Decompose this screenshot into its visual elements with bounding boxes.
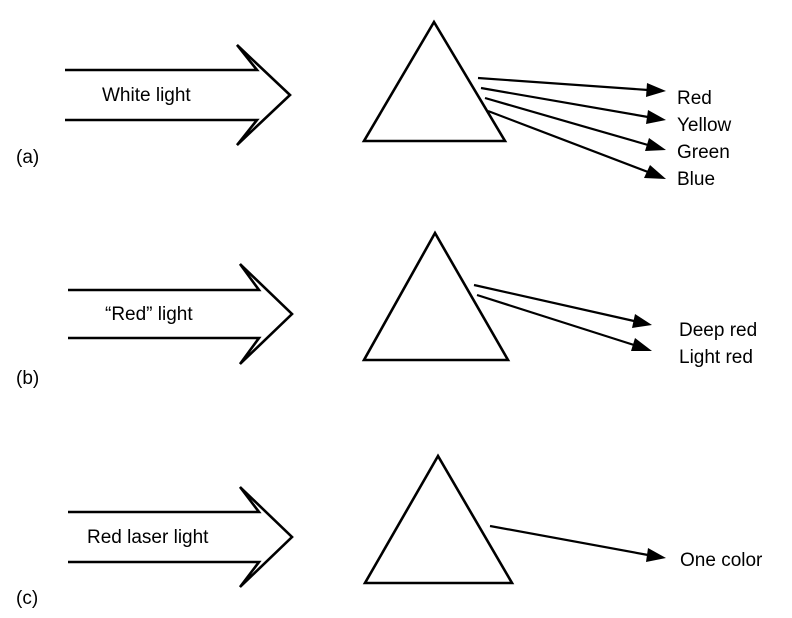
panel-label-a: (a) xyxy=(16,147,39,168)
input-label-a: White light xyxy=(102,85,191,106)
ray-b-deep-red xyxy=(473,283,635,323)
input-arrow-a xyxy=(65,44,292,146)
arrowhead-a-blue xyxy=(644,165,666,179)
arrowhead-a-yellow xyxy=(646,110,666,124)
output-label-a-yellow: Yellow xyxy=(677,115,732,136)
arrowhead-c-one-color xyxy=(646,548,666,562)
panel-c: Red laser light One color (c) xyxy=(16,453,763,609)
input-label-b: “Red” light xyxy=(105,304,193,325)
arrowhead-a-green xyxy=(645,138,666,151)
ray-c-one-color xyxy=(489,524,649,557)
output-label-c-one-color: One color xyxy=(680,550,763,571)
arrowhead-b-deep-red xyxy=(632,314,652,328)
prism-c xyxy=(362,453,515,585)
input-label-c: Red laser light xyxy=(87,527,209,548)
arrowhead-a-red xyxy=(646,83,666,97)
output-label-b-light-red: Light red xyxy=(679,347,753,368)
output-label-b-deep-red: Deep red xyxy=(679,320,757,341)
input-arrow-c xyxy=(68,486,294,588)
ray-b-light-red xyxy=(476,293,635,347)
panel-a: White light Red Yellow Green Blue (a) xyxy=(16,19,732,190)
prism-a xyxy=(361,19,508,143)
panel-label-c: (c) xyxy=(16,588,38,609)
panel-label-b: (b) xyxy=(16,368,39,389)
panel-b: “Red” light Deep red Light red (b) xyxy=(16,230,757,389)
ray-a-green xyxy=(484,96,649,147)
input-arrow-b xyxy=(68,263,294,365)
ray-a-yellow xyxy=(480,86,649,119)
ray-a-red xyxy=(477,76,649,92)
output-label-a-green: Green xyxy=(677,142,730,163)
ray-a-blue xyxy=(487,109,649,174)
output-label-a-red: Red xyxy=(677,88,712,109)
output-label-a-blue: Blue xyxy=(677,169,715,190)
arrowhead-b-light-red xyxy=(631,338,652,351)
prism-b xyxy=(361,230,511,362)
